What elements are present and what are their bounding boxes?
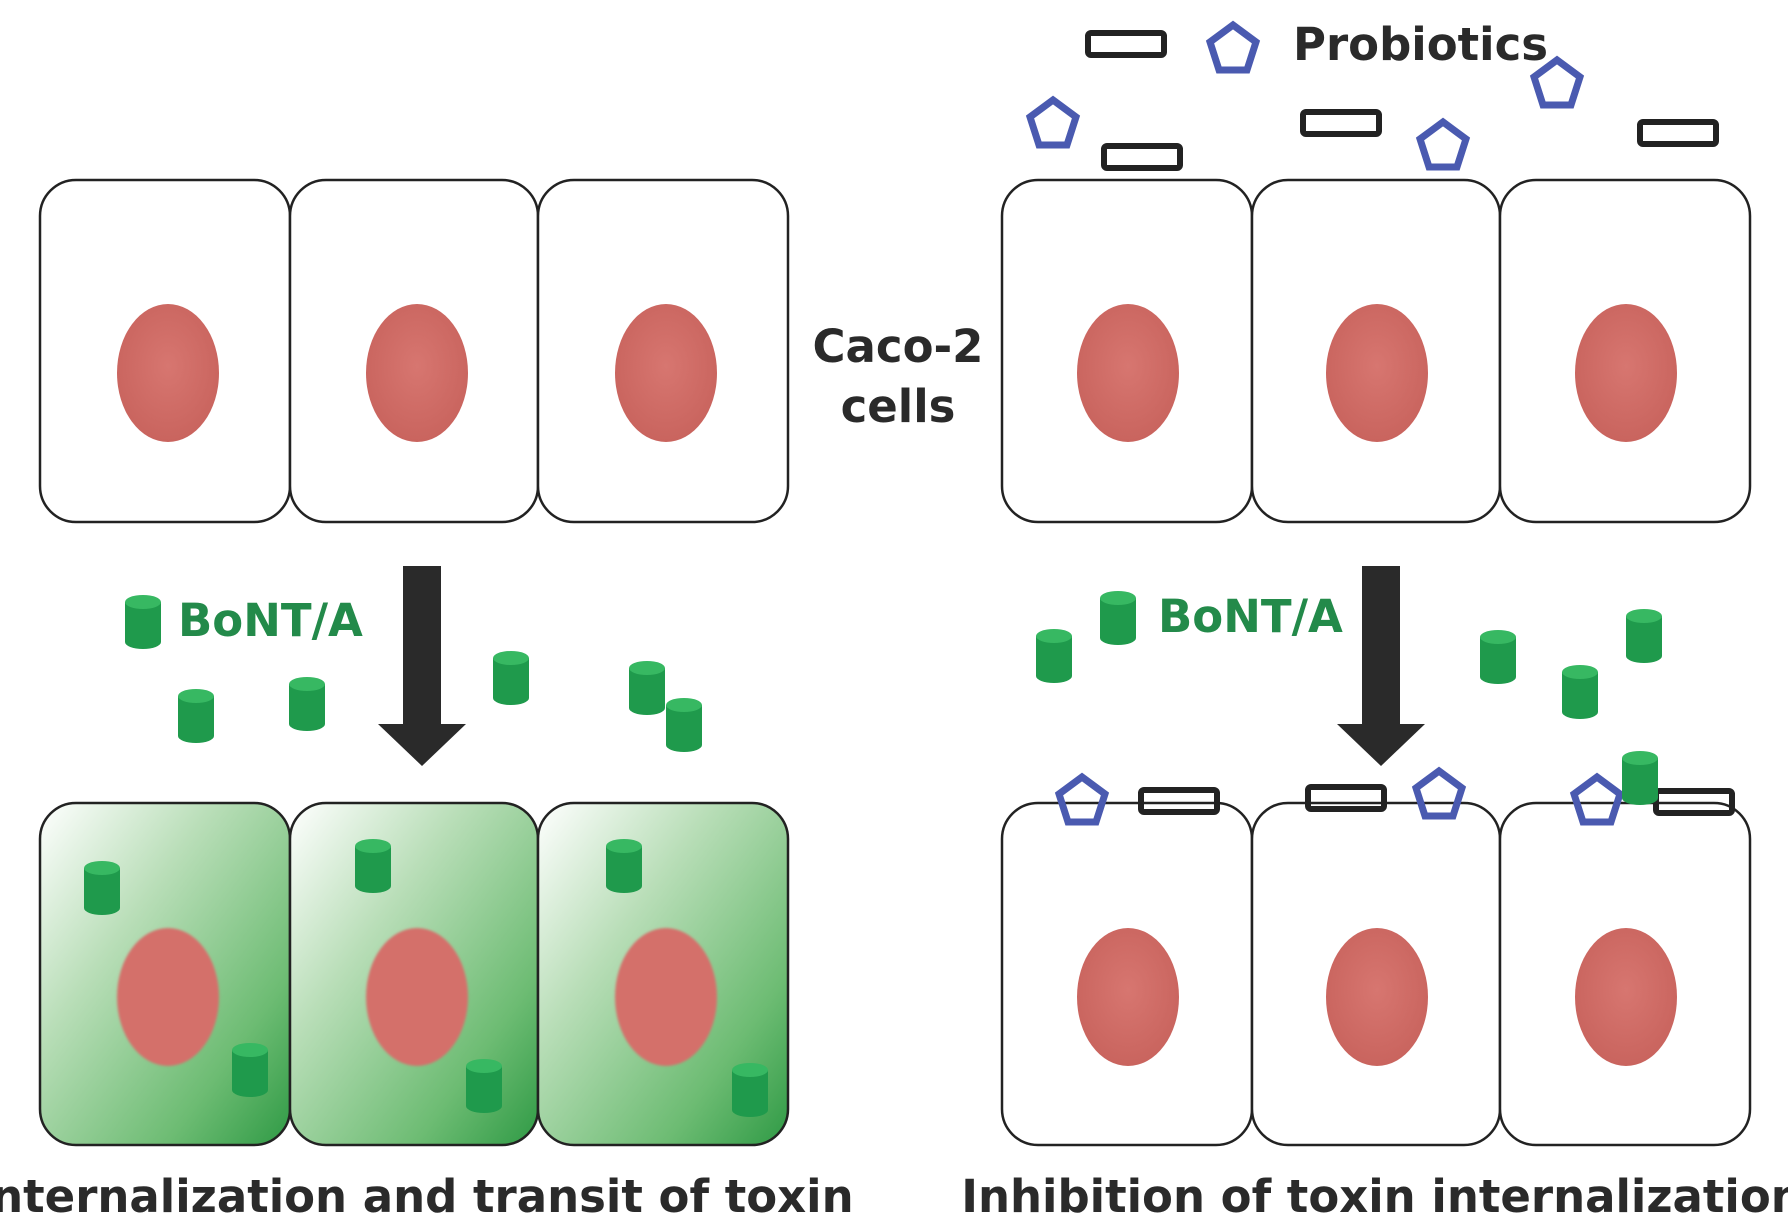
- rod-probiotic-icon: [1637, 119, 1719, 147]
- caption-left: Internalization and transit of toxin: [0, 1170, 854, 1223]
- down-arrow-icon: [378, 566, 466, 766]
- bont-a-label-left: BoNT/A: [178, 594, 363, 647]
- nucleus: [366, 304, 468, 442]
- top-left-cell-row: [38, 178, 790, 524]
- nucleus: [1326, 304, 1428, 442]
- toxin-molecules: [84, 591, 1662, 1117]
- nucleus: [1077, 304, 1179, 442]
- nucleus: [1575, 928, 1677, 1066]
- pentagon-probiotic-icon: [1415, 117, 1471, 171]
- toxin-cylinder-icon: [1036, 629, 1072, 683]
- nucleus: [366, 928, 468, 1066]
- toxin-cylinder-icon: [1480, 630, 1516, 684]
- caco-2-label-line2: cells: [841, 380, 956, 433]
- caco-2-label-line1: Caco-2: [813, 320, 984, 373]
- toxin-cylinder-icon: [289, 677, 325, 731]
- rod-probiotic-icon: [1138, 787, 1220, 815]
- toxin-cylinder-icon: [1626, 609, 1662, 663]
- probiotics-top: [1025, 20, 1719, 171]
- toxin-cylinder-icon: [493, 651, 529, 705]
- bottom-right-cell-row: [1000, 801, 1752, 1147]
- rod-probiotic-icon: [1101, 143, 1183, 171]
- nucleus: [1077, 928, 1179, 1066]
- nucleus: [1575, 304, 1677, 442]
- toxin-cylinder-icon: [466, 1059, 502, 1113]
- bottom-left-cell-row: [38, 801, 790, 1147]
- toxin-cylinder-icon: [1100, 591, 1136, 645]
- rod-probiotic-icon: [1085, 30, 1167, 58]
- toxin-cylinder-icon: [666, 698, 702, 752]
- bont-a-label-right: BoNT/A: [1158, 590, 1343, 643]
- toxin-cylinder-icon: [84, 861, 120, 915]
- pentagon-probiotic-icon: [1411, 766, 1467, 820]
- pentagon-probiotic-icon: [1205, 20, 1261, 74]
- toxin-cylinder-icon: [629, 661, 665, 715]
- toxin-cylinder-icon: [732, 1063, 768, 1117]
- probiotics-bound: [1054, 766, 1735, 826]
- toxin-cylinder-icon: [606, 839, 642, 893]
- rod-probiotic-icon: [1653, 788, 1735, 816]
- pentagon-probiotic-icon: [1025, 95, 1081, 149]
- pentagon-probiotic-icon: [1569, 772, 1625, 826]
- pentagon-probiotic-icon: [1529, 55, 1585, 109]
- nucleus: [117, 928, 219, 1066]
- toxin-cylinder-icon: [355, 839, 391, 893]
- nucleus: [615, 928, 717, 1066]
- nucleus: [615, 304, 717, 442]
- probiotics-label: Probiotics: [1293, 18, 1548, 71]
- rod-probiotic-icon: [1305, 784, 1387, 812]
- nucleus: [117, 304, 219, 442]
- toxin-cylinder-icon: [232, 1043, 268, 1097]
- caption-right: Inhibition of toxin internalization: [961, 1170, 1788, 1223]
- top-right-cell-row: [1000, 178, 1752, 524]
- toxin-cylinder-icon: [178, 689, 214, 743]
- rod-probiotic-icon: [1300, 109, 1382, 137]
- down-arrow-icon: [1337, 566, 1425, 766]
- toxin-cylinder-icon: [125, 595, 161, 649]
- toxin-cylinder-icon: [1622, 751, 1658, 805]
- nucleus: [1326, 928, 1428, 1066]
- toxin-cylinder-icon: [1562, 665, 1598, 719]
- pentagon-probiotic-icon: [1054, 772, 1110, 826]
